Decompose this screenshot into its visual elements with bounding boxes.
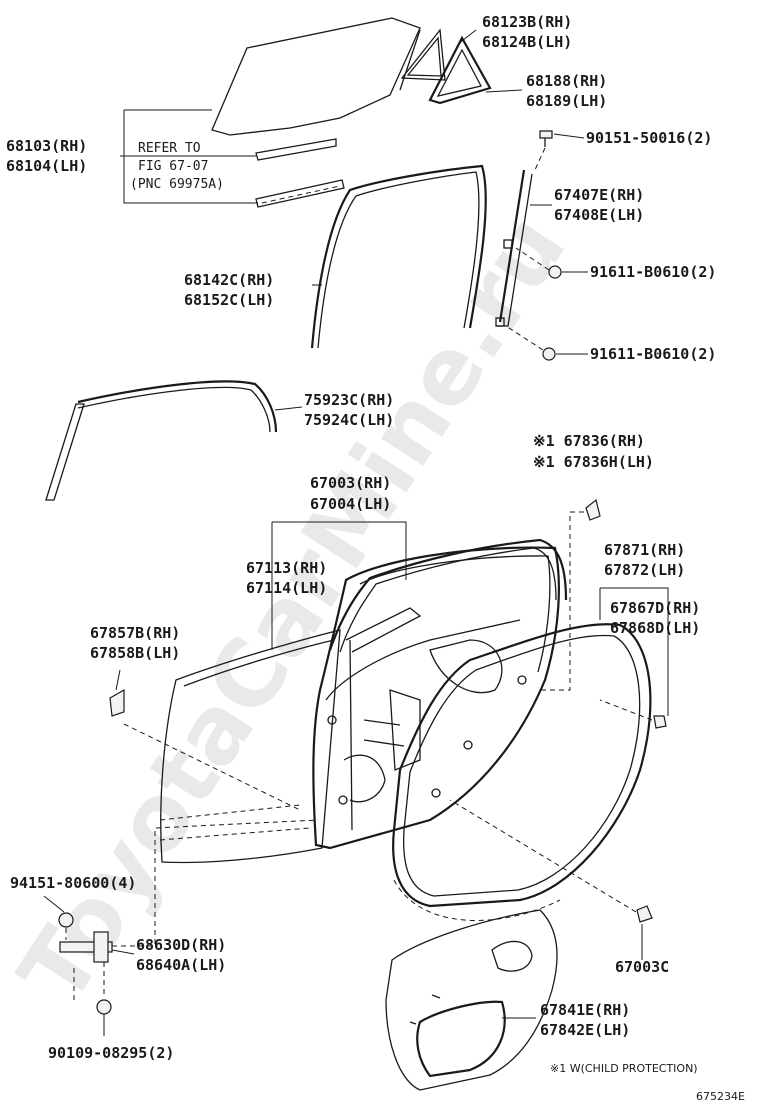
label-67113: 67113(RH) bbox=[246, 559, 327, 577]
label-67408e: 67408E(LH) bbox=[554, 206, 644, 224]
label-67867d: 67867D(RH) bbox=[610, 599, 700, 617]
label-68104: 68104(LH) bbox=[6, 157, 87, 175]
label-68188: 68188(RH) bbox=[526, 72, 607, 90]
quarter-glass bbox=[400, 28, 446, 81]
label-67407e: 67407E(RH) bbox=[554, 186, 644, 204]
illustration-code: 675234E bbox=[696, 1090, 745, 1103]
division-bar bbox=[495, 169, 533, 327]
child-lock-cover bbox=[540, 498, 601, 691]
label-67841e: 67841E(RH) bbox=[540, 1001, 630, 1019]
label-67857b: 67857B(RH) bbox=[90, 624, 180, 642]
trim-clip bbox=[449, 799, 653, 923]
door-sash bbox=[328, 538, 568, 653]
door-shell bbox=[312, 546, 560, 850]
footnote-child-protection: ※1 W(CHILD PROTECTION) bbox=[550, 1062, 698, 1075]
label-67114: 67114(LH) bbox=[246, 579, 327, 597]
label-67858b: 67858B(LH) bbox=[90, 644, 180, 662]
label-68152c: 68152C(LH) bbox=[184, 291, 274, 309]
label-75924c: 75924C(LH) bbox=[304, 411, 394, 429]
refer-line-3: (PNC 69975A) bbox=[130, 177, 224, 192]
weatherstrip-clip bbox=[599, 699, 667, 729]
label-90109: 90109-08295(2) bbox=[48, 1044, 174, 1062]
label-67004: 67004(LH) bbox=[310, 495, 391, 513]
refer-bracket bbox=[123, 109, 258, 204]
door-check bbox=[58, 819, 319, 1015]
label-91611-a: 91611-B0610(2) bbox=[590, 263, 716, 281]
label-67836h: ※1 67836H(LH) bbox=[533, 453, 654, 471]
label-67836: ※1 67836(RH) bbox=[533, 432, 645, 450]
belt-moulding-strips bbox=[255, 138, 345, 208]
screw-90151 bbox=[533, 130, 553, 173]
body-seal bbox=[109, 688, 301, 811]
quarter-glass-seal bbox=[428, 35, 492, 105]
leader-lines bbox=[43, 29, 669, 1036]
label-68630d: 68630D(RH) bbox=[136, 936, 226, 954]
label-67842e: 67842E(LH) bbox=[540, 1021, 630, 1039]
label-75923c: 75923C(RH) bbox=[304, 391, 394, 409]
label-67871: 67871(RH) bbox=[604, 541, 685, 559]
label-67003: 67003(RH) bbox=[310, 474, 391, 492]
label-90151: 90151-50016(2) bbox=[586, 129, 712, 147]
watermark: ToyotaCarMine.ru bbox=[0, 197, 587, 1022]
bolt-91611-b bbox=[505, 325, 556, 361]
bolt-91611-a bbox=[515, 247, 562, 279]
label-91611-b: 91611-B0610(2) bbox=[590, 345, 716, 363]
label-68640a: 68640A(LH) bbox=[136, 956, 226, 974]
roof-moulding bbox=[45, 380, 278, 501]
label-68124b: 68124B(LH) bbox=[482, 33, 572, 51]
label-68189: 68189(LH) bbox=[526, 92, 607, 110]
glass-run-channel bbox=[310, 164, 487, 349]
door-weatherstrip bbox=[392, 623, 652, 921]
refer-line-1: REFER TO bbox=[138, 141, 201, 156]
label-67003c: 67003C bbox=[615, 958, 669, 976]
label-68103: 68103(RH) bbox=[6, 137, 87, 155]
door-glass bbox=[211, 17, 421, 136]
trim-board bbox=[385, 909, 558, 1091]
label-94151: 94151-80600(4) bbox=[10, 874, 136, 892]
refer-line-2: FIG 67-07 bbox=[138, 159, 208, 174]
outer-panel bbox=[159, 629, 341, 864]
label-67872: 67872(LH) bbox=[604, 561, 685, 579]
label-68142c: 68142C(RH) bbox=[184, 271, 274, 289]
label-67868d: 67868D(LH) bbox=[610, 619, 700, 637]
label-68123b: 68123B(RH) bbox=[482, 13, 572, 31]
